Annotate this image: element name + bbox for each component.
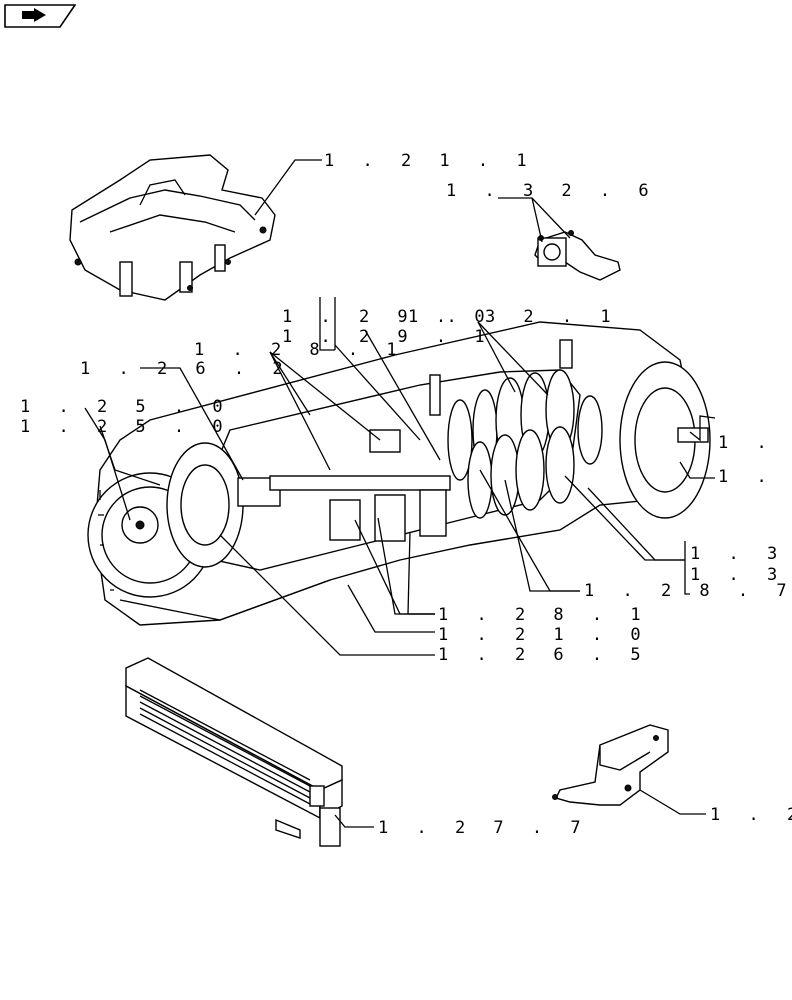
oil-cooler-part — [125, 657, 343, 847]
label-1-32-2-right: 1 . 3 2 . 2 — [690, 565, 792, 585]
label-1-27-7: 1 . 2 7 . 7 — [378, 818, 590, 838]
label-1-27-right: 1 . 2 7 . — [710, 805, 792, 825]
fork-bracket-part — [534, 230, 621, 281]
label-1-29-0: 1 . 2 9 . 0 — [282, 307, 494, 327]
label-1-32-right-b: 1 . 3 2 — [718, 467, 792, 487]
label-1-32-1-right: 1 . 3 2 . 1 — [690, 544, 792, 564]
leader-lines — [84, 159, 716, 828]
callout-labels: 1 . 2 1 . 1 1 . 3 2 . 6 1 . 2 9 . 0 1 . … — [20, 151, 792, 838]
transmission-assembly — [87, 321, 711, 626]
housing-part — [69, 154, 276, 301]
label-1-28-1-top: 1 . 2 8 . 1 — [194, 340, 406, 360]
label-1-29-1: 1 . 2 9 . 1 — [282, 327, 494, 347]
label-1-25-0-b: 1 . 2 5 . 0 — [20, 417, 232, 437]
label-1-32-right-a: 1 . 3 2 — [718, 433, 792, 453]
label-1-28-7: 1 . 2 8 . 7 — [584, 581, 792, 601]
back-arrow-icon[interactable] — [4, 4, 76, 28]
label-1-28-1: 1 . 2 8 . 1 — [438, 605, 650, 625]
label-1-32-6: 1 . 3 2 . 6 — [446, 181, 658, 201]
label-1-26-2: 1 . 2 6 . 2 — [80, 359, 292, 379]
label-1-32-1-top: 1 . 3 2 . 1 — [408, 307, 620, 327]
mounting-bracket-part — [552, 724, 669, 806]
label-1-26-5: 1 . 2 6 . 5 — [438, 645, 650, 665]
label-1-21-0: 1 . 2 1 . 0 — [438, 625, 650, 645]
label-1-21-1: 1 . 2 1 . 1 — [324, 151, 536, 171]
label-1-25-0-a: 1 . 2 5 . 0 — [20, 397, 232, 417]
